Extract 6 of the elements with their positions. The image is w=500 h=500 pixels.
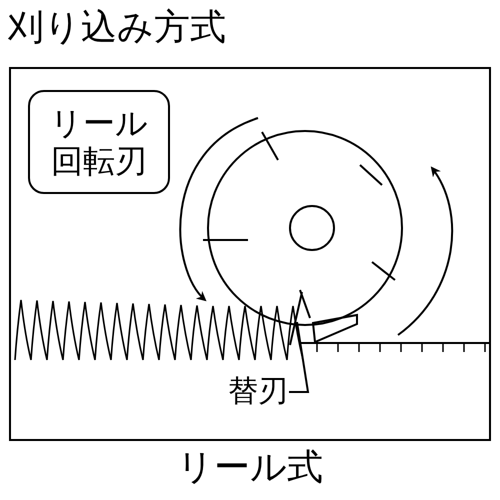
diagram-caption: リール式 (176, 448, 324, 488)
diagram-title: 刈り込み方式 (8, 8, 226, 48)
replacement-blade (289, 292, 303, 346)
leader-line (289, 322, 310, 393)
part-label: 替刃 (228, 375, 288, 408)
label-box: リール回転刃 (28, 90, 170, 194)
